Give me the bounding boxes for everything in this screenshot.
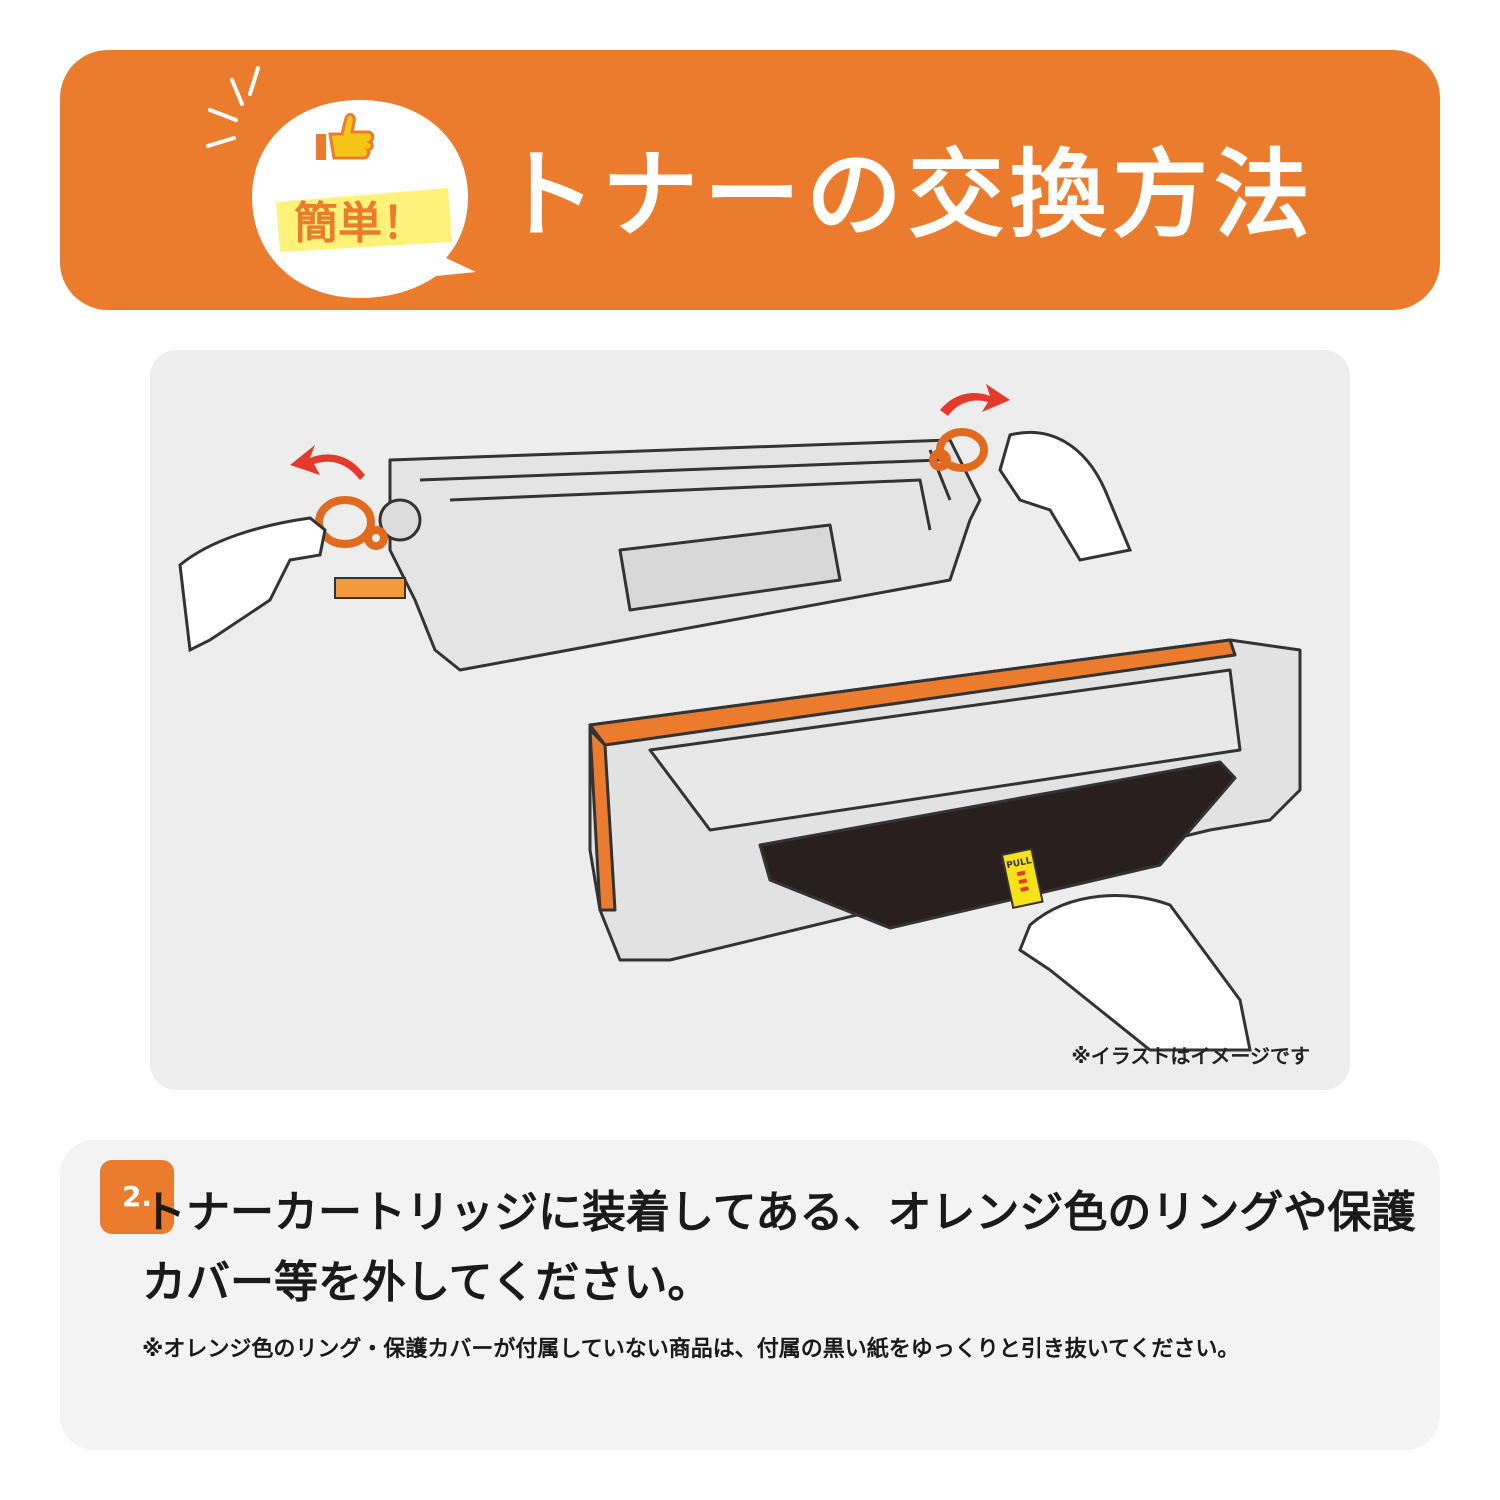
illustration-caption: ※イラストはイメージです [1071,1044,1310,1068]
orange-ring-left [315,496,388,550]
burst-rays-decoration [206,66,260,148]
pull-tab: PULL [1000,847,1044,910]
step-panel: 2. トナーカートリッジに装着してある、オレンジ色のリングや保護カバー等を外して… [60,1140,1440,1450]
bottom-hand [1018,893,1252,1052]
toner-cartridge-bottom [588,638,1302,962]
orange-ring-right [929,428,988,472]
toner-illustration: PULL ※イラストはイメージです [150,350,1350,1090]
arrow-left-icon [290,445,365,480]
thumbs-up-icon [316,113,375,160]
step-instruction: トナーカートリッジに装着してある、オレンジ色のリングや保護カバー等を外してくださ… [142,1187,1416,1308]
step-number-badge: 2. [100,1160,174,1234]
easy-badge-text: 簡単！ [294,198,426,249]
easy-badge-bubble: 簡単！ [240,92,480,302]
black-protective-sheet [758,760,1237,930]
page-title: トナーの交換方法 [500,139,1316,251]
step-note: ※オレンジ色のリング・保護カバーが付属していない商品は、付属の黒い紙をゆっくりと… [142,1337,1240,1362]
seal-tab-left [334,577,406,599]
toner-cartridge-top [378,438,982,672]
left-hand [178,516,327,653]
arrow-right-icon [940,384,1010,416]
right-hand [998,430,1133,562]
